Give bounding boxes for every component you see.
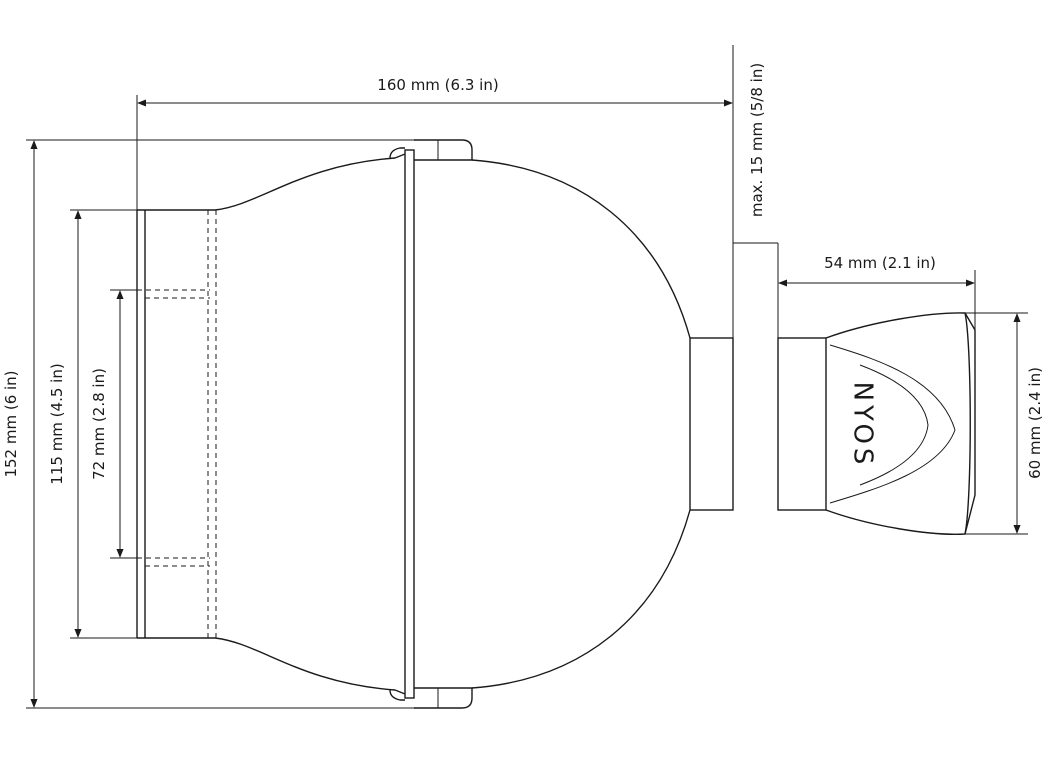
dim-overall-height: 152 mm (6 in) bbox=[2, 139, 414, 709]
dim-overall-width: 160 mm (6.3 in) bbox=[136, 45, 734, 338]
label-base-height: 115 mm (4.5 in) bbox=[48, 363, 66, 484]
brand-mark: NYOS bbox=[848, 382, 878, 469]
label-wall-gap: max. 15 mm (5/8 in) bbox=[748, 63, 766, 217]
dim-handle-width: 54 mm (2.1 in) bbox=[778, 254, 976, 330]
dim-handle-height: 60 mm (2.4 in) bbox=[965, 312, 1044, 535]
dim-base-height: 115 mm (4.5 in) bbox=[48, 209, 137, 639]
label-handle-height: 60 mm (2.4 in) bbox=[1026, 367, 1044, 479]
label-handle-width: 54 mm (2.1 in) bbox=[824, 254, 936, 272]
handle-outline: NYOS bbox=[777, 312, 976, 535]
body-outline bbox=[136, 139, 734, 709]
dim-inner-height: 72 mm (2.8 in) bbox=[90, 289, 137, 559]
label-overall-width: 160 mm (6.3 in) bbox=[377, 76, 498, 94]
label-overall-height: 152 mm (6 in) bbox=[2, 370, 20, 477]
dim-wall-gap: max. 15 mm (5/8 in) bbox=[733, 63, 779, 338]
label-inner-height: 72 mm (2.8 in) bbox=[90, 368, 108, 480]
